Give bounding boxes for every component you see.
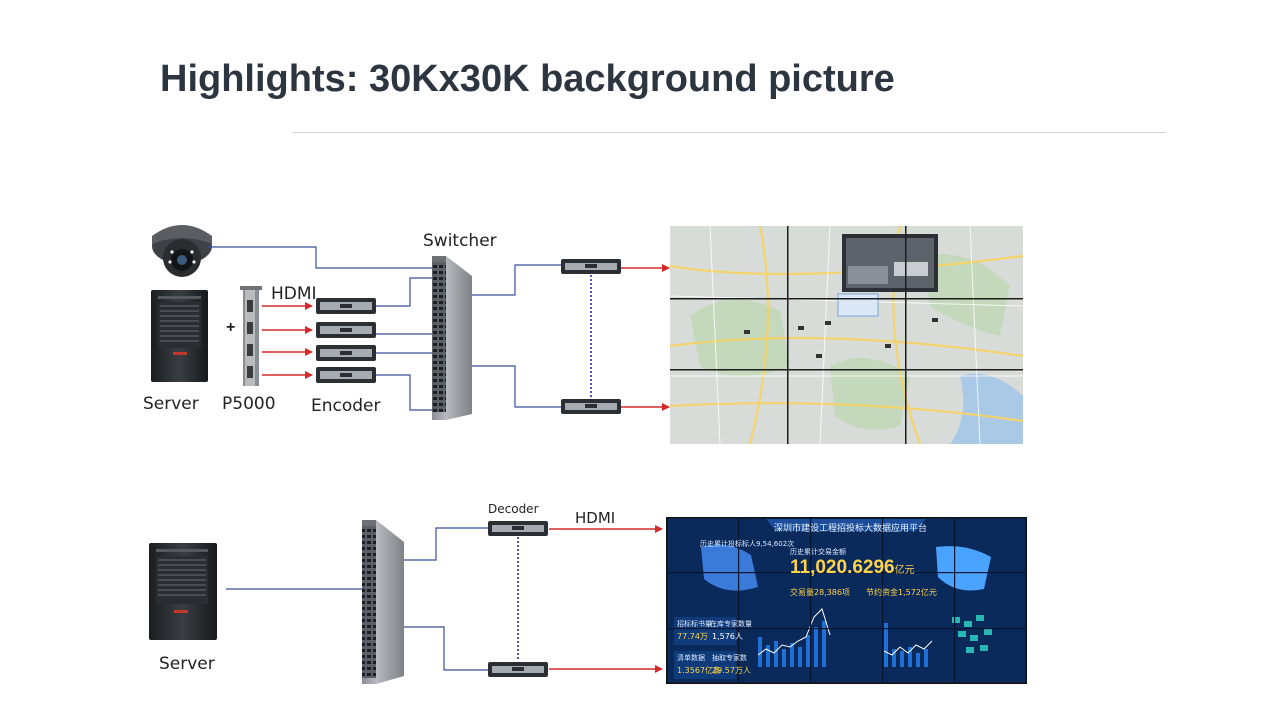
decoder-device-bottom-2	[488, 662, 548, 677]
hdmi-label-top: HDMI	[271, 284, 317, 304]
decoder-device-top-2	[561, 399, 621, 414]
video-wall-dashboard-screen: 深圳市建设工程招投标大数据应用平台 历史累计交易金额 11,020.6296亿元…	[666, 517, 1027, 684]
dashboard-stat4-value: 29.57万人	[712, 666, 751, 675]
dashboard-stat2-value: 1,576人	[712, 632, 743, 641]
video-wall-map-screen	[670, 226, 1023, 444]
hdmi-label-bottom: HDMI	[575, 509, 616, 527]
decoder-device-bottom-1	[488, 521, 548, 536]
dashboard-stat2-label: 在库专家数量	[710, 620, 752, 628]
switcher-label: Switcher	[423, 231, 497, 251]
switcher-to-decoder2-line	[470, 365, 561, 408]
switcher-to-decoder1-line	[470, 264, 561, 296]
dashboard-total-unit: 亿元	[894, 565, 915, 576]
encoder-device-3	[316, 345, 376, 361]
server-tower-icon-bottom	[149, 543, 217, 640]
server-label-bottom: Server	[159, 654, 215, 674]
title-divider	[292, 132, 1166, 133]
slide-title: Highlights: 30Kx30K background picture	[160, 58, 895, 100]
dashboard-stat1-value: 77.74万	[677, 632, 708, 641]
encoder-device-1	[316, 298, 376, 314]
server-label-top: Server	[143, 394, 199, 414]
dashboard-total-label: 历史累计交易金额	[790, 548, 846, 556]
switcher-device-top	[432, 256, 472, 420]
dashboard-stat4-label: 抽取专家数	[712, 654, 747, 662]
dashboard-background	[666, 517, 1027, 684]
plus-sign: +	[226, 319, 235, 336]
dashboard-total-value: 11,020.6296亿元	[790, 557, 915, 579]
switcher-to-decoder2-line-bottom	[403, 626, 488, 671]
switcher-to-decoder1-line-bottom	[403, 527, 488, 561]
camera-icon	[152, 225, 212, 277]
dashboard-stat1-label: 招标标书量	[677, 620, 712, 628]
dashboard-bidders: 历史累计投标标人9,54,602次	[700, 540, 795, 548]
decoder-device-top-1	[561, 259, 621, 274]
encoder-device-4	[316, 367, 376, 383]
encoder-device-2	[316, 322, 376, 338]
dashboard-deals: 交易量28,386项	[790, 588, 850, 597]
dashboard-stat3-label: 清单数据	[677, 654, 705, 662]
encoder1-to-switcher-line	[376, 277, 432, 307]
camera-to-switcher-line	[208, 246, 432, 269]
encoder4-to-switcher-line	[376, 374, 432, 411]
card-label: P5000	[222, 394, 276, 414]
dashboard-stat3-value: 1.3567亿条	[677, 666, 721, 675]
decoder-label: Decoder	[488, 502, 539, 516]
graphics-card-icon	[240, 286, 262, 386]
dashboard-total-number: 11,020.6296	[790, 557, 895, 578]
switcher-device-bottom	[362, 520, 404, 684]
encoder-label: Encoder	[311, 396, 381, 416]
dashboard-title: 深圳市建设工程招投标大数据应用平台	[774, 524, 928, 534]
dashboard-savings: 节约资金1,572亿元	[866, 588, 937, 597]
server-tower-icon	[151, 290, 208, 382]
